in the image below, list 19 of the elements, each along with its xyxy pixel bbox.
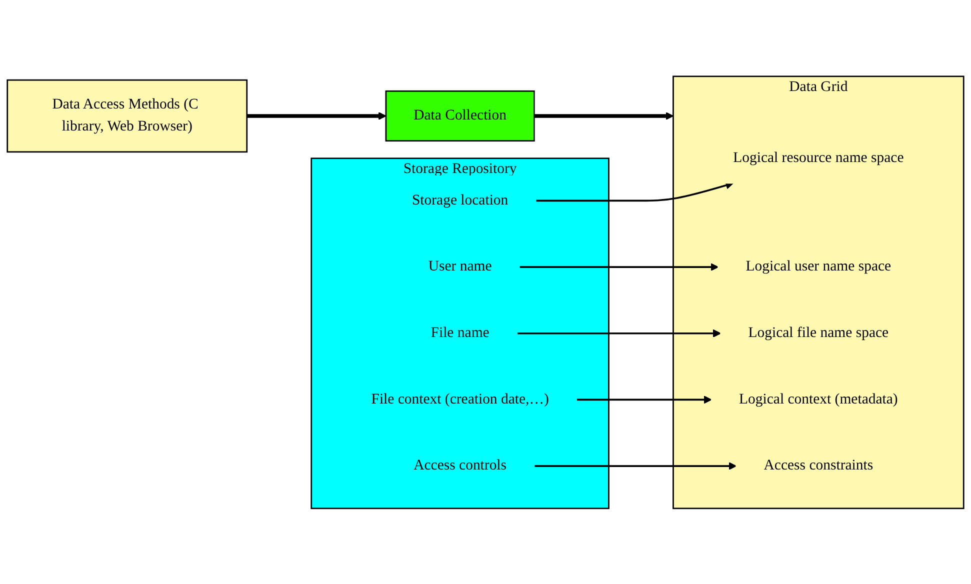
node-text: Logical user name space <box>746 258 892 274</box>
node-text: Access constraints <box>764 457 874 474</box>
node-box: Data Collection <box>385 90 535 142</box>
arrow <box>516 328 721 338</box>
node-text: File context (creation date,…) <box>371 391 549 407</box>
node-text: Storage location <box>412 192 508 208</box>
arrow <box>576 395 712 404</box>
arrow <box>519 262 719 271</box>
node-text: File name <box>430 324 490 340</box>
node-box: Data Access Methods (C library, Web Browser) <box>6 78 248 152</box>
arrow <box>534 112 674 120</box>
node-text: Access controls <box>414 457 507 474</box>
arrow <box>534 462 737 470</box>
node-text: Logical file name space <box>748 324 889 340</box>
arrow <box>246 112 386 120</box>
node-text: Logical resource name space <box>733 150 904 166</box>
node-text: User name <box>428 258 492 274</box>
arrow <box>536 181 734 202</box>
node-text: Logical context (metadata) <box>739 391 898 407</box>
